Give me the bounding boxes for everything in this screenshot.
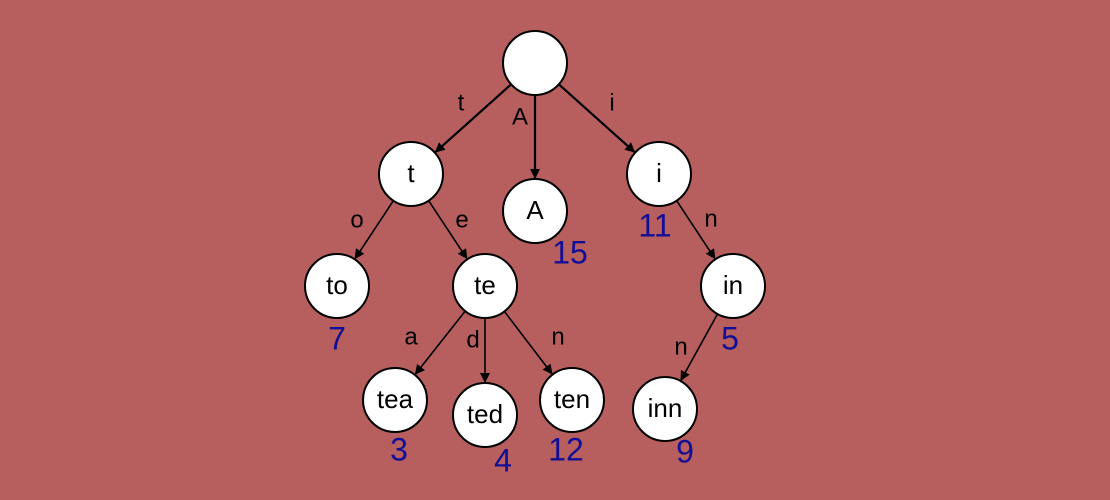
node-label-in: in [723, 270, 743, 300]
trie-node-inn: inn [632, 376, 698, 442]
node-circle-ted [452, 382, 518, 448]
edge-label-te-ted: d [466, 326, 479, 353]
node-circle-t [378, 141, 444, 207]
node-value-to: 7 [328, 320, 346, 356]
node-circle-i [626, 141, 692, 207]
edge-te-tea [414, 310, 466, 375]
node-value-in: 5 [721, 320, 739, 356]
node-circle-tea [362, 367, 428, 433]
node-circle-ten [539, 367, 605, 433]
node-label-to: to [326, 270, 348, 300]
node-label-inn: inn [648, 393, 683, 423]
trie-node-in: in [700, 253, 766, 319]
trie-node-A: A [502, 178, 568, 244]
node-value-i: 11 [638, 207, 671, 243]
edge-label-root-i: i [609, 89, 614, 116]
node-label-A: A [526, 195, 544, 225]
edge-label-i-in: n [704, 205, 717, 232]
trie-node-t: t [378, 141, 444, 207]
node-circle-root [502, 30, 568, 96]
edge-root-t [434, 83, 512, 153]
trie-node-ten: ten [539, 367, 605, 433]
node-circle-A [502, 178, 568, 244]
node-value-inn: 9 [676, 433, 694, 469]
node-label-te: te [474, 270, 496, 300]
trie-node-ted: ted [452, 382, 518, 448]
trie-node-tea: tea [362, 367, 428, 433]
node-circle-to [304, 253, 370, 319]
edges-layer [354, 83, 719, 383]
edge-label-in-inn: n [674, 333, 687, 360]
node-circle-in [700, 253, 766, 319]
edge-in-inn [680, 313, 719, 381]
edge-t-to [354, 200, 395, 260]
node-value-tea: 3 [390, 431, 408, 467]
trie-node-te: te [452, 253, 518, 319]
trie-node-i: i [626, 141, 692, 207]
node-value-ted: 4 [494, 442, 512, 478]
node-circle-inn [632, 376, 698, 442]
edge-te-ten [503, 310, 553, 375]
edge-label-te-ten: n [551, 323, 564, 350]
node-value-A: 15 [552, 234, 588, 270]
node-label-i: i [656, 158, 662, 188]
node-label-t: t [407, 158, 415, 188]
edge-label-root-A: A [512, 103, 528, 130]
edge-i-in [675, 200, 716, 260]
node-label-ten: ten [554, 384, 590, 414]
node-label-ted: ted [467, 399, 503, 429]
trie-node-root [502, 30, 568, 96]
node-value-ten: 12 [548, 431, 584, 467]
node-label-tea: tea [377, 384, 414, 414]
edge-label-t-to: o [350, 206, 363, 233]
edge-label-root-t: t [458, 89, 465, 116]
edge-label-te-tea: a [404, 323, 418, 350]
node-circle-te [452, 253, 518, 319]
edge-label-t-te: e [455, 206, 468, 233]
edge-t-te [427, 200, 468, 260]
trie-node-to: to [304, 253, 370, 319]
edge-root-i [558, 83, 636, 153]
